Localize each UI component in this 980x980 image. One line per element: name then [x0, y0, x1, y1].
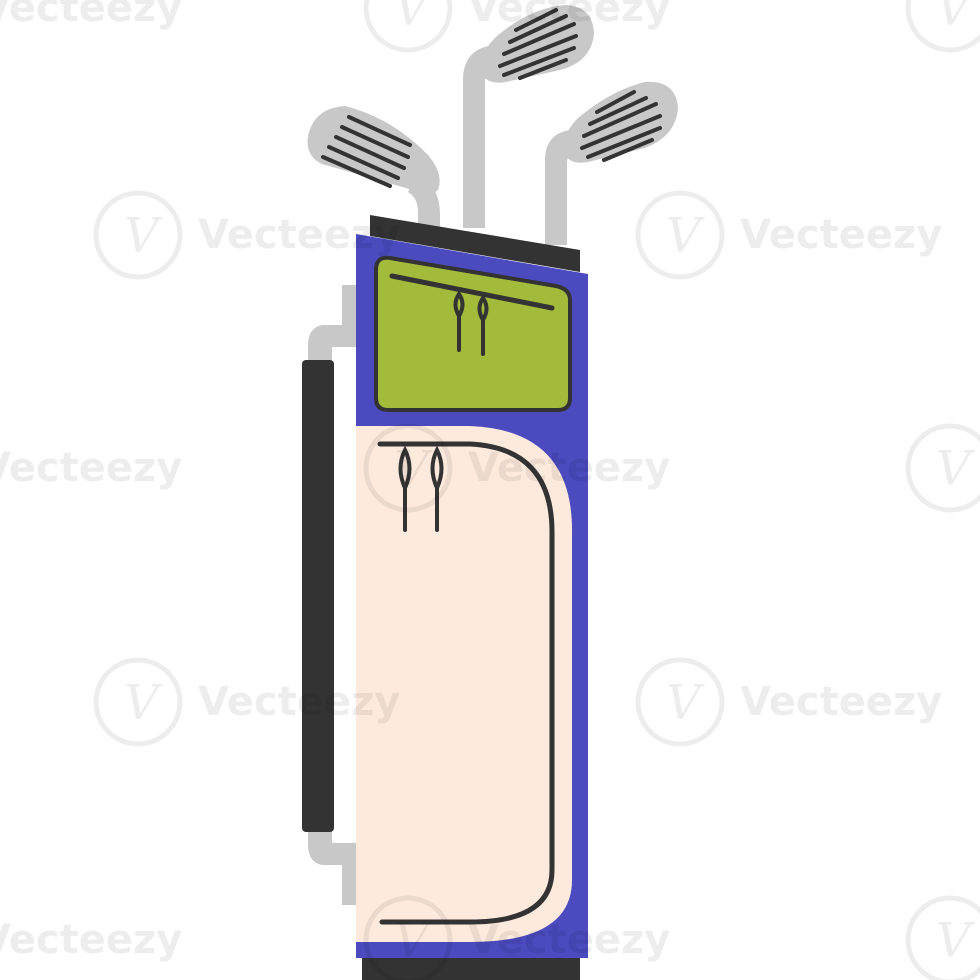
svg-text:V: V: [394, 0, 433, 37]
svg-text:Vecteezy: Vecteezy: [0, 917, 182, 963]
watermark-stamp: Vecteezy: [0, 0, 182, 31]
watermark-stamp: Vecteezy: [0, 445, 182, 491]
top-pocket: [374, 255, 572, 412]
svg-text:V: V: [394, 441, 433, 497]
svg-text:Vecteezy: Vecteezy: [468, 917, 670, 963]
svg-text:Vecteezy: Vecteezy: [0, 0, 182, 31]
svg-text:Vecteezy: Vecteezy: [0, 445, 182, 491]
svg-text:V: V: [124, 208, 163, 264]
watermark-stamp: Vecteezy: [0, 917, 182, 963]
svg-text:Vecteezy: Vecteezy: [740, 212, 942, 258]
svg-text:Vecteezy: Vecteezy: [740, 679, 942, 725]
svg-text:V: V: [124, 675, 163, 731]
svg-text:Vecteezy: Vecteezy: [468, 445, 670, 491]
golf-bag: [356, 215, 588, 980]
club-shaft: [463, 46, 505, 228]
watermark-stamp: V Vecteezy: [363, 423, 670, 513]
svg-text:V: V: [936, 441, 975, 497]
bag-handle: [302, 285, 356, 905]
watermark-stamp: V: [905, 423, 980, 513]
watermark-stamp: V Vecteezy: [93, 190, 400, 280]
bag-strap: [302, 360, 334, 832]
handle-bottom-bracket: [308, 828, 356, 905]
watermark-stamp: V: [905, 895, 980, 980]
front-panel: [356, 426, 572, 942]
front-zipper-pulls: [398, 445, 444, 532]
club-head: [563, 81, 678, 163]
watermark-stamp: V Vecteezy: [363, 0, 670, 53]
svg-text:V: V: [666, 208, 705, 264]
golf-club-right: [545, 81, 678, 245]
svg-text:Vecteezy: Vecteezy: [468, 0, 670, 31]
pocket-zipper-line: [389, 273, 555, 311]
club-shaft: [545, 130, 588, 245]
front-panel-zipper: [377, 441, 555, 925]
golf-club-middle: [463, 5, 594, 228]
golf-clubs: [307, 5, 678, 245]
bag-top-rim: [370, 215, 580, 272]
svg-text:V: V: [936, 0, 975, 37]
svg-text:Vecteezy: Vecteezy: [198, 212, 400, 258]
pocket-zipper-pulls: [453, 290, 489, 356]
handle-top-bracket: [308, 285, 356, 362]
watermark-stamp: V Vecteezy: [363, 895, 670, 980]
svg-text:V: V: [394, 913, 433, 969]
golf-club-left: [307, 106, 440, 240]
svg-text:V: V: [936, 913, 975, 969]
pocket-panel: [374, 255, 572, 412]
club-grooves: [321, 115, 412, 188]
watermark-stamp: V Vecteezy: [93, 657, 400, 747]
watermark-stamp: V Vecteezy: [635, 657, 942, 747]
svg-text:Vecteezy: Vecteezy: [198, 679, 400, 725]
watermark-stamp: V Vecteezy: [635, 190, 942, 280]
svg-text:V: V: [666, 675, 705, 731]
club-grooves: [580, 90, 662, 162]
club-grooves: [498, 8, 578, 80]
watermark-stamp: V: [905, 0, 980, 53]
front-panel-fill: [356, 426, 572, 942]
